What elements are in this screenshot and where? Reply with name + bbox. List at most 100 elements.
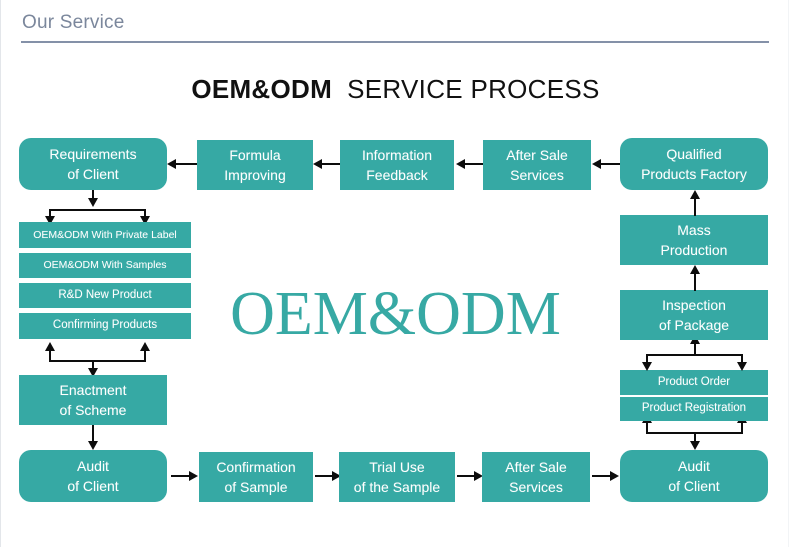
node-qualified-products-factory[interactable]: Qualified Products Factory — [620, 138, 768, 190]
node-line-1: Confirmation — [216, 458, 296, 475]
arrow-down-icon — [642, 362, 652, 371]
arrow-right-icon — [474, 471, 483, 481]
node-line-1: Enactment — [59, 381, 127, 398]
connector-line — [176, 163, 197, 165]
node-inspection-of-package[interactable]: Inspection of Package — [620, 290, 768, 340]
node-line-2: of the Sample — [353, 479, 441, 495]
option-label: OEM&ODM With Samples — [43, 259, 167, 272]
arrow-down-icon — [737, 362, 747, 371]
connector-line — [694, 272, 696, 291]
node-line-2: of Scheme — [59, 402, 127, 418]
arrow-right-icon — [189, 471, 198, 481]
option-oem-odm-with-samples[interactable]: OEM&ODM With Samples — [19, 253, 191, 278]
diagram-title-light: SERVICE PROCESS — [347, 74, 600, 104]
node-line-1: Information — [361, 146, 433, 163]
connector-line — [741, 354, 743, 365]
connector-line — [592, 475, 611, 477]
connector-line — [49, 350, 51, 361]
node-line-2: Feedback — [366, 167, 428, 183]
option-label: R&D New Product — [58, 288, 152, 301]
arrow-up-icon — [690, 265, 700, 274]
option-label: Confirming Products — [52, 319, 158, 332]
option-label: Product Registration — [641, 402, 747, 415]
node-line-2: Improving — [224, 167, 286, 183]
node-line-2: of Client — [668, 478, 720, 494]
node-line-2: of Package — [658, 317, 730, 333]
connector-line — [465, 163, 483, 165]
connector-line — [646, 354, 648, 365]
connector-line — [646, 354, 743, 356]
arrow-down-icon — [140, 216, 150, 225]
connector-line — [49, 209, 146, 211]
node-line-1: Inspection — [662, 296, 726, 313]
arrow-down-icon — [45, 216, 55, 225]
diagram-title: OEM&ODM SERVICE PROCESS — [1, 74, 789, 105]
arrow-right-icon — [610, 471, 619, 481]
connector-line — [694, 197, 696, 216]
node-after-sale-services-top[interactable]: After Sale Services — [483, 140, 591, 190]
option-product-order[interactable]: Product Order — [620, 370, 768, 395]
option-label: OEM&ODM With Private Label — [33, 228, 177, 241]
connector-line — [741, 422, 743, 433]
connector-line — [171, 475, 190, 477]
node-audit-of-client-right[interactable]: Audit of Client — [620, 450, 768, 502]
page-title: Our Service — [22, 12, 125, 33]
arrow-up-icon — [140, 342, 150, 351]
node-line-1: After Sale — [506, 146, 568, 163]
node-confirmation-of-sample[interactable]: Confirmation of Sample — [199, 452, 313, 502]
arrow-down-icon — [88, 441, 98, 450]
node-requirements-of-client[interactable]: Requirements of Client — [19, 138, 167, 190]
option-confirming-products[interactable]: Confirming Products — [19, 313, 191, 339]
header-divider — [21, 41, 769, 43]
node-formula-improving[interactable]: Formula Improving — [197, 140, 313, 190]
node-line-2: Services — [510, 167, 564, 183]
connector-line — [144, 209, 146, 219]
arrow-up-icon — [45, 342, 55, 351]
arrow-down-icon — [690, 441, 700, 450]
connector-line — [694, 342, 696, 355]
arrow-left-icon — [456, 159, 465, 169]
option-product-registration[interactable]: Product Registration — [620, 397, 768, 421]
node-line-1: Trial Use — [369, 458, 425, 475]
node-line-2: of Client — [67, 478, 119, 494]
node-line-1: Audit — [678, 457, 710, 474]
connector-line — [646, 422, 648, 433]
connector-line — [601, 163, 620, 165]
connector-line — [457, 475, 475, 477]
section-header: Our Service — [21, 8, 769, 43]
node-line-2: Products Factory — [641, 166, 747, 182]
option-rd-new-product[interactable]: R&D New Product — [19, 283, 191, 308]
node-line-1: Requirements — [49, 145, 137, 162]
node-mass-production[interactable]: Mass Production — [620, 215, 768, 265]
connector-line — [49, 360, 146, 362]
arrow-left-icon — [313, 159, 322, 169]
option-oem-odm-private-label[interactable]: OEM&ODM With Private Label — [19, 222, 191, 248]
connector-line — [694, 432, 696, 444]
connector-line — [92, 360, 94, 371]
arrow-up-icon — [690, 190, 700, 199]
node-line-1: Mass — [677, 221, 711, 238]
node-line-1: Qualified — [666, 145, 722, 162]
center-watermark: OEM&ODM — [230, 280, 561, 348]
node-line-1: Formula — [229, 146, 281, 163]
option-label: Product Order — [657, 375, 731, 388]
connector-line — [322, 163, 340, 165]
node-line-2: of Client — [67, 166, 119, 182]
connector-line — [315, 475, 333, 477]
arrow-left-icon — [167, 159, 176, 169]
arrow-down-icon — [88, 198, 98, 207]
diagram-title-bold: OEM&ODM — [191, 74, 333, 104]
connector-line — [49, 209, 51, 219]
node-trial-use-of-the-sample[interactable]: Trial Use of the Sample — [339, 452, 455, 502]
node-line-2: Production — [660, 242, 728, 258]
node-line-1: Audit — [77, 457, 109, 474]
arrow-down-icon — [88, 368, 98, 377]
arrow-right-icon — [332, 471, 341, 481]
node-after-sale-services-bottom[interactable]: After Sale Services — [482, 452, 590, 502]
node-enactment-of-scheme[interactable]: Enactment of Scheme — [19, 375, 167, 425]
node-audit-of-client-left[interactable]: Audit of Client — [19, 450, 167, 502]
arrow-left-icon — [592, 159, 601, 169]
node-information-feedback[interactable]: Information Feedback — [340, 140, 454, 190]
